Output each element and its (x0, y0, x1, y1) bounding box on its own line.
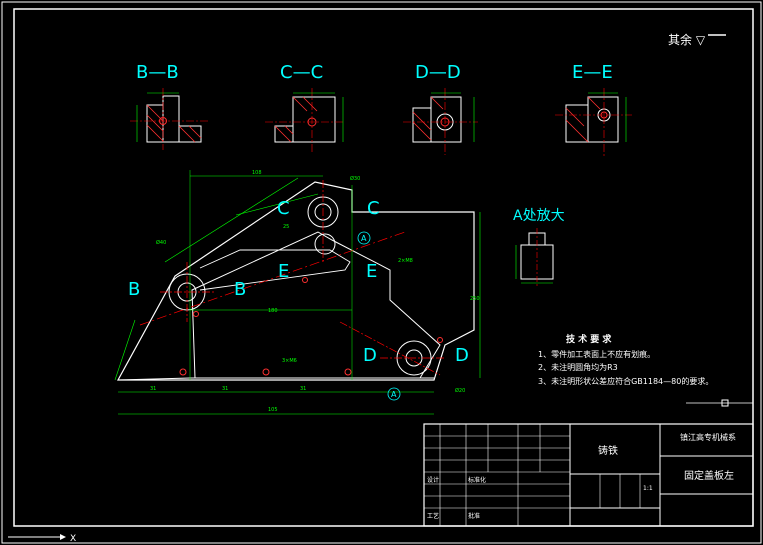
section-label-b: B—B (136, 62, 179, 83)
cut-letter-b-left: B (128, 279, 140, 300)
detail-marker-a-bottom: A (391, 390, 397, 399)
dim-overall-width: 105 (268, 407, 278, 413)
dim-slot: 25 (283, 224, 289, 230)
cut-letter-d-left: D (363, 345, 377, 366)
drawing-frame-inner (13, 8, 754, 527)
dim-d-dia: Ø20 (455, 387, 465, 394)
boss-e (314, 233, 336, 255)
tech-req-item-3: 3、未注明形状公差应符合GB1184—80的要求。 (538, 376, 713, 386)
roughness-note: 其余 ▽ (668, 32, 706, 47)
technical-requirements: 技 术 要 求 1、零件加工表面上不应有划痕。 2、未注明圆角均为R3 3、未注… (538, 333, 713, 386)
dim-left-seg: 31 (150, 386, 156, 392)
cut-letter-c-left: C (277, 198, 290, 219)
tech-req-item-2: 2、未注明圆角均为R3 (538, 362, 618, 372)
section-view-d (403, 88, 478, 155)
title-process-label: 工艺 (427, 512, 439, 520)
section-label-d: D—D (415, 62, 461, 83)
cut-letter-b-right: B (234, 279, 246, 300)
detail-view-a: A处放大 (513, 208, 565, 288)
cut-letter-c-right: C (367, 198, 380, 219)
section-label-c: C—C (280, 62, 323, 83)
title-scale: 1:1 (643, 485, 653, 492)
dim-right-seg: 31 (300, 386, 306, 392)
dim-inner-width: 180 (268, 308, 278, 314)
dim-holes: 3×M6 (282, 358, 297, 364)
cut-letter-d-right: D (455, 345, 469, 366)
main-view: 108 105 180 250 3×M6 Ø30 Ø40 Ø20 2×M8 31… (114, 170, 481, 415)
dim-m8: 2×M8 (398, 258, 413, 264)
title-material: 铸铁 (598, 444, 618, 457)
tech-req-title: 技 术 要 求 (566, 333, 612, 345)
title-part-name: 固定盖板左 (684, 469, 734, 482)
tech-req-item-1: 1、零件加工表面上不应有划痕。 (538, 349, 655, 359)
dim-c-dia: Ø30 (350, 175, 360, 182)
detail-marker-a-top: A (361, 234, 367, 243)
title-block: 铸铁 镇江高专机械系 固定盖板左 设计 标准化 工艺 批准 1:1 (423, 423, 754, 527)
main-inner-cutout (191, 231, 441, 379)
dim-mid-seg: 31 (222, 386, 228, 392)
svg-text:X: X (70, 534, 76, 544)
main-outline (116, 181, 475, 381)
title-design-label: 设计 (427, 476, 439, 484)
cut-letter-e-left: E (278, 261, 289, 282)
section-label-e: E—E (572, 62, 613, 83)
dim-b-dia: Ø40 (156, 239, 166, 246)
title-approve-label: 批准 (468, 512, 480, 520)
section-view-b (130, 88, 210, 150)
section-view-c (265, 88, 345, 152)
dim-top: 108 (252, 170, 262, 176)
ucs-axis-icon: X (8, 534, 76, 544)
section-view-e (555, 88, 632, 158)
title-standard-label: 标准化 (468, 476, 486, 484)
title-school: 镇江高专机械系 (680, 432, 736, 442)
detail-label: A处放大 (513, 208, 565, 224)
cut-letter-e-right: E (366, 261, 377, 282)
dim-height: 250 (470, 296, 480, 302)
